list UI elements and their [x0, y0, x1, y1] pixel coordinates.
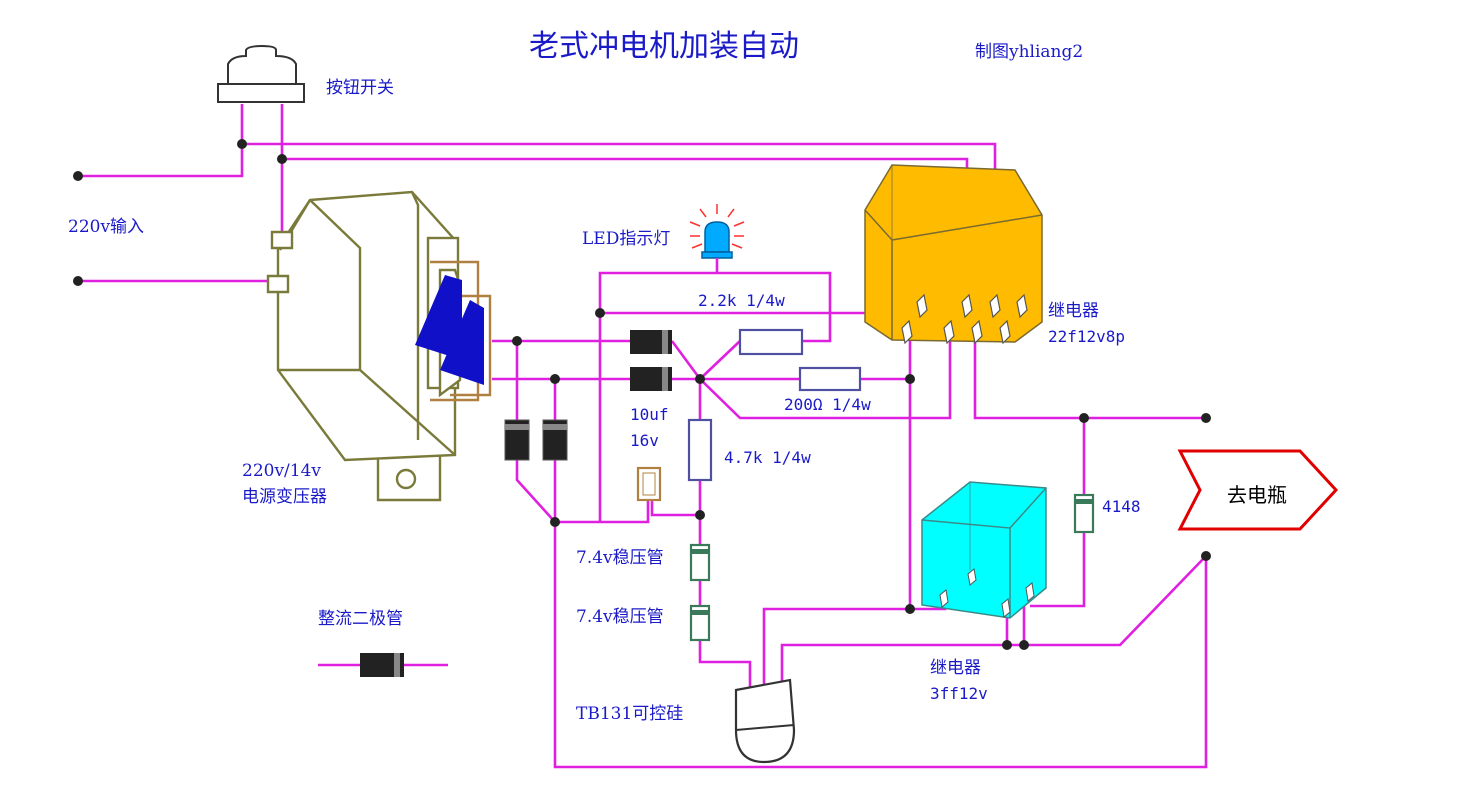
wire-relay-pin: [699, 340, 952, 420]
label-capacitor-voltage: 16v: [630, 431, 659, 450]
label-relay-small-name: 继电器: [930, 658, 981, 678]
label-transformer-name: 电源变压器: [242, 487, 327, 507]
wire-d3-out: [670, 340, 702, 380]
diagram-title: 老式冲电机加装自动: [529, 29, 799, 64]
label-capacitor-value: 10uf: [630, 405, 669, 424]
label-zener-2: 7.4v稳压管: [576, 607, 664, 627]
label-resistor-200: 200Ω 1/4w: [784, 395, 871, 414]
diode-top: [630, 330, 672, 354]
zener-2-icon: [689, 604, 711, 642]
wire-ground: [553, 522, 1208, 769]
wire-cap: [555, 500, 650, 524]
relay-main-icon: [864, 164, 1043, 345]
resistor-2k2: [738, 328, 804, 356]
battery-arrow-icon: [1177, 449, 1339, 531]
label-diode-4148: 4148: [1102, 497, 1141, 516]
relay-small-icon: [921, 481, 1047, 619]
label-led: LED指示灯: [582, 229, 671, 249]
junction-dots: [73, 139, 1211, 650]
resistor-4k7: [687, 418, 713, 482]
label-button-switch: 按钮开关: [326, 78, 394, 98]
label-relay-main-model: 22f12v8p: [1048, 327, 1126, 346]
resistor-200: [798, 366, 862, 392]
wire-2k2-left: [699, 340, 741, 380]
wire-cap-node: [650, 500, 700, 517]
transformer-coil-icon: [415, 275, 484, 385]
wire-4148-bottom: [1030, 532, 1086, 608]
wire-bridge-a: [515, 460, 556, 523]
label-scr: TB131可控硅: [576, 704, 684, 724]
label-transformer-rating: 220v/14v: [242, 461, 322, 481]
push-button-icon: [217, 44, 305, 103]
wire-input-top: [78, 104, 244, 178]
led-icon: [689, 204, 745, 273]
wire-scr-relay-b: [780, 555, 1207, 690]
label-relay-small-model: 3ff12v: [930, 684, 988, 703]
diode-bottom: [630, 367, 672, 391]
wire-battery-pos: [973, 340, 1206, 420]
label-resistor-4k7: 4.7k 1/4w: [724, 448, 811, 467]
label-battery: 去电瓶: [1227, 483, 1287, 507]
rectifier-legend-icon: [360, 653, 404, 677]
label-rectifier: 整流二极管: [318, 609, 403, 629]
scr-icon: [734, 678, 796, 764]
zener-1-icon: [689, 543, 711, 582]
diode-4148-icon: [1073, 493, 1095, 534]
author-credit: 制图yhliang2: [975, 42, 1084, 62]
transformer-icon: [266, 190, 492, 502]
wire-led: [598, 271, 832, 522]
label-zener-1: 7.4v稳压管: [576, 548, 664, 568]
bridge-diode-left: [504, 419, 530, 461]
capacitor-icon: [636, 466, 662, 502]
label-relay-main-name: 继电器: [1048, 301, 1099, 321]
label-220v-input: 220v输入: [68, 217, 145, 237]
wire-z2-scr: [698, 640, 752, 690]
bridge-diode-right: [542, 419, 568, 461]
label-resistor-2k2: 2.2k 1/4w: [698, 291, 785, 310]
